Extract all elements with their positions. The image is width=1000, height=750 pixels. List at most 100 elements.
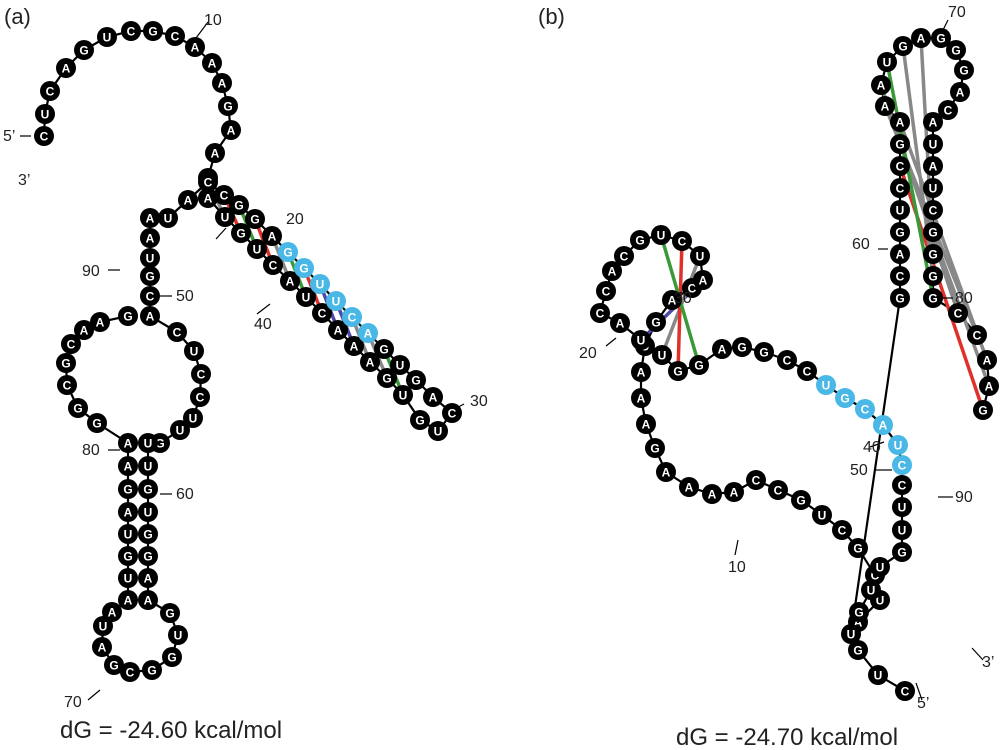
base-circle — [797, 361, 817, 381]
base-letter: A — [929, 116, 938, 130]
panel-b-nucleotide: C — [768, 480, 788, 500]
panel-b-nucleotide: G — [946, 40, 966, 60]
panel-a-three-prime: 3’ — [18, 172, 30, 189]
base-letter: G — [895, 138, 904, 152]
base-circle — [923, 244, 943, 264]
base-circle — [679, 477, 699, 497]
base-circle — [672, 231, 692, 251]
base-letter: C — [196, 391, 205, 405]
panel-b-nucleotide: C — [890, 156, 910, 176]
base-circle — [923, 200, 943, 220]
panel-a-nucleotide: G — [374, 339, 394, 359]
base-letter: U — [174, 629, 183, 643]
base-letter: C — [220, 189, 229, 203]
panel-a-nucleotide: A — [90, 312, 110, 332]
base-letter: A — [896, 116, 905, 130]
panel-b-nucleotide: C — [777, 350, 797, 370]
base-letter: C — [269, 259, 278, 273]
base-circle — [102, 602, 122, 622]
base-circle — [890, 178, 910, 198]
number-tick-line — [605, 337, 617, 347]
base-letter: U — [144, 460, 153, 474]
base-circle — [160, 603, 180, 623]
base-letter: C — [40, 130, 49, 144]
panel-a-nucleotide: G — [406, 370, 426, 390]
panel-a-nucleotide: A — [102, 602, 122, 622]
base-circle — [74, 40, 94, 60]
highlighted-base-circle — [835, 388, 855, 408]
base-letter: U — [99, 620, 108, 634]
base-letter: U — [124, 572, 133, 586]
panel-a-nucleotide: G — [143, 21, 163, 41]
highlighted-base-circle — [892, 455, 912, 475]
base-circle — [689, 355, 709, 375]
base-letter: A — [96, 316, 105, 330]
panel-a-nucleotide: G — [140, 266, 160, 286]
panel-a-nucleotide: A — [118, 433, 138, 453]
panel-b-nucleotide: C — [890, 178, 910, 198]
panel-b-nucleotide: U — [877, 52, 897, 72]
base-letter: A — [881, 100, 890, 114]
panel-a-nucleotide: G — [278, 242, 298, 262]
panel-a-nucleotide: C — [120, 662, 140, 682]
panel-b-nucleotide: G — [848, 640, 868, 660]
panel-a-nucleotide: G — [118, 479, 138, 499]
base-letter: G — [635, 234, 644, 248]
number-tick-line — [195, 21, 209, 39]
base-circle — [702, 484, 722, 504]
panel-a-nucleotide: C — [312, 303, 332, 323]
base-circle — [890, 288, 910, 308]
base-circle — [406, 370, 426, 390]
base-letter: G — [299, 262, 308, 276]
panel-a-number-90: 90 — [82, 263, 100, 280]
base-letter: C — [898, 459, 907, 473]
base-circle — [890, 200, 910, 220]
base-circle — [360, 352, 380, 372]
panel-a-nucleotide: G — [245, 209, 265, 229]
number-tick-line — [971, 647, 984, 661]
panel-a-nucleotide: G — [118, 306, 138, 326]
base-letter: A — [124, 460, 133, 474]
base-letter: C — [783, 354, 792, 368]
base-letter: A — [854, 616, 863, 630]
panel-a-nucleotide: U — [140, 248, 160, 268]
panel-a-nucleotide: A — [74, 320, 94, 340]
panel-b-nucleotide: G — [835, 388, 855, 408]
panel-a-nucleotide: U — [168, 625, 188, 645]
panel-a-nucleotide: G — [410, 410, 430, 430]
base-letter: C — [63, 379, 72, 393]
base-letter: G — [143, 550, 152, 564]
panel-a-nucleotide: A — [118, 502, 138, 522]
panel-b-nucleotide: G — [791, 490, 811, 510]
base-circle — [662, 290, 682, 310]
base-circle — [312, 303, 332, 323]
base-letter: C — [838, 524, 847, 538]
base-circle — [142, 660, 162, 680]
panel-a-nucleotide: G — [56, 353, 76, 373]
base-letter: A — [708, 488, 717, 502]
base-letter: G — [61, 357, 70, 371]
panel-b-nucleotide: C — [923, 200, 943, 220]
base-letter: A — [268, 230, 277, 244]
base-circle — [631, 388, 651, 408]
base-letter: U — [190, 345, 199, 359]
panel-b-nucleotide: G — [892, 542, 912, 562]
panel-b-nucleotide: C — [967, 325, 987, 345]
base-letter: C — [173, 326, 182, 340]
base-letter: A — [208, 57, 217, 71]
base-letter: G — [382, 372, 391, 386]
panel-a-nucleotide: A — [140, 228, 160, 248]
panel-b-five-prime: 5’ — [917, 695, 929, 712]
base-circle — [849, 602, 869, 622]
panel-a-nucleotide: A — [344, 336, 364, 356]
base-letter: U — [253, 243, 262, 257]
panel-a-nucleotide: A — [198, 188, 218, 208]
panel-a-nucleotide: G — [218, 96, 238, 116]
panel-a-nucleotide: C — [198, 172, 218, 192]
base-letter: G — [673, 365, 682, 379]
base-letter: U — [399, 389, 408, 403]
base-circle — [423, 387, 443, 407]
base-letter: U — [818, 509, 827, 523]
base-circle — [247, 239, 267, 259]
panel-b-nucleotide: U — [868, 665, 888, 685]
